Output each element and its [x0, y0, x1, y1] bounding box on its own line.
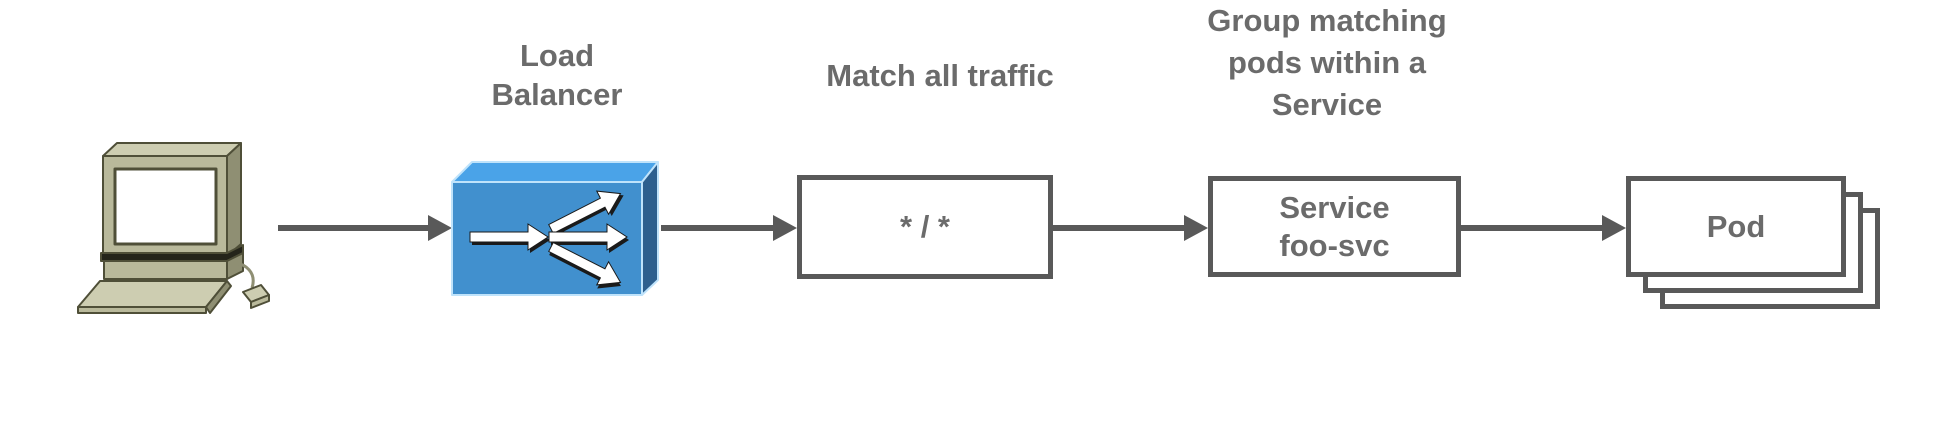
keyboard-side-face — [205, 280, 232, 314]
service-caption-line2: pods within a — [1227, 45, 1427, 80]
match-rule-value: * / * — [900, 209, 950, 244]
keyboard-top-face — [77, 280, 228, 308]
lb-top-face — [451, 161, 659, 183]
mouse-front-face — [250, 294, 270, 309]
keyboard-front-face — [77, 306, 207, 314]
service-box-line1: Service — [1279, 189, 1390, 225]
service-caption: Group matching pods within a Service — [1177, 0, 1477, 126]
service-box-line2: foo-svc — [1279, 227, 1390, 263]
mouse-cable — [234, 261, 255, 289]
monitor-top-face — [102, 142, 242, 157]
match-rule-box: * / * — [797, 175, 1053, 279]
load-balancer-caption-line2: Balancer — [491, 77, 623, 112]
flow-arrow-service-to-pod — [1461, 215, 1626, 241]
service-caption-line3: Service — [1271, 87, 1383, 122]
match-caption: Match all traffic — [826, 58, 1054, 93]
service-box: Service foo-svc — [1208, 176, 1461, 277]
client-computer-icon — [77, 142, 270, 314]
monitor-screen — [113, 167, 218, 246]
load-balancer-icon — [451, 161, 659, 298]
load-balancer-caption: Load Balancer — [447, 36, 667, 114]
pod-label: Pod — [1706, 208, 1766, 244]
flow-arrow-lb-to-match — [661, 215, 797, 241]
base-front-face — [103, 260, 228, 280]
pod-box: Pod — [1626, 176, 1846, 277]
flow-arrow-match-to-service — [1053, 215, 1208, 241]
service-caption-line1: Group matching — [1207, 3, 1447, 38]
load-balancer-caption-line1: Load — [519, 38, 595, 73]
lb-side-face — [641, 161, 659, 296]
monitor-side-face — [226, 142, 242, 257]
flow-arrow-client-to-lb — [278, 215, 452, 241]
